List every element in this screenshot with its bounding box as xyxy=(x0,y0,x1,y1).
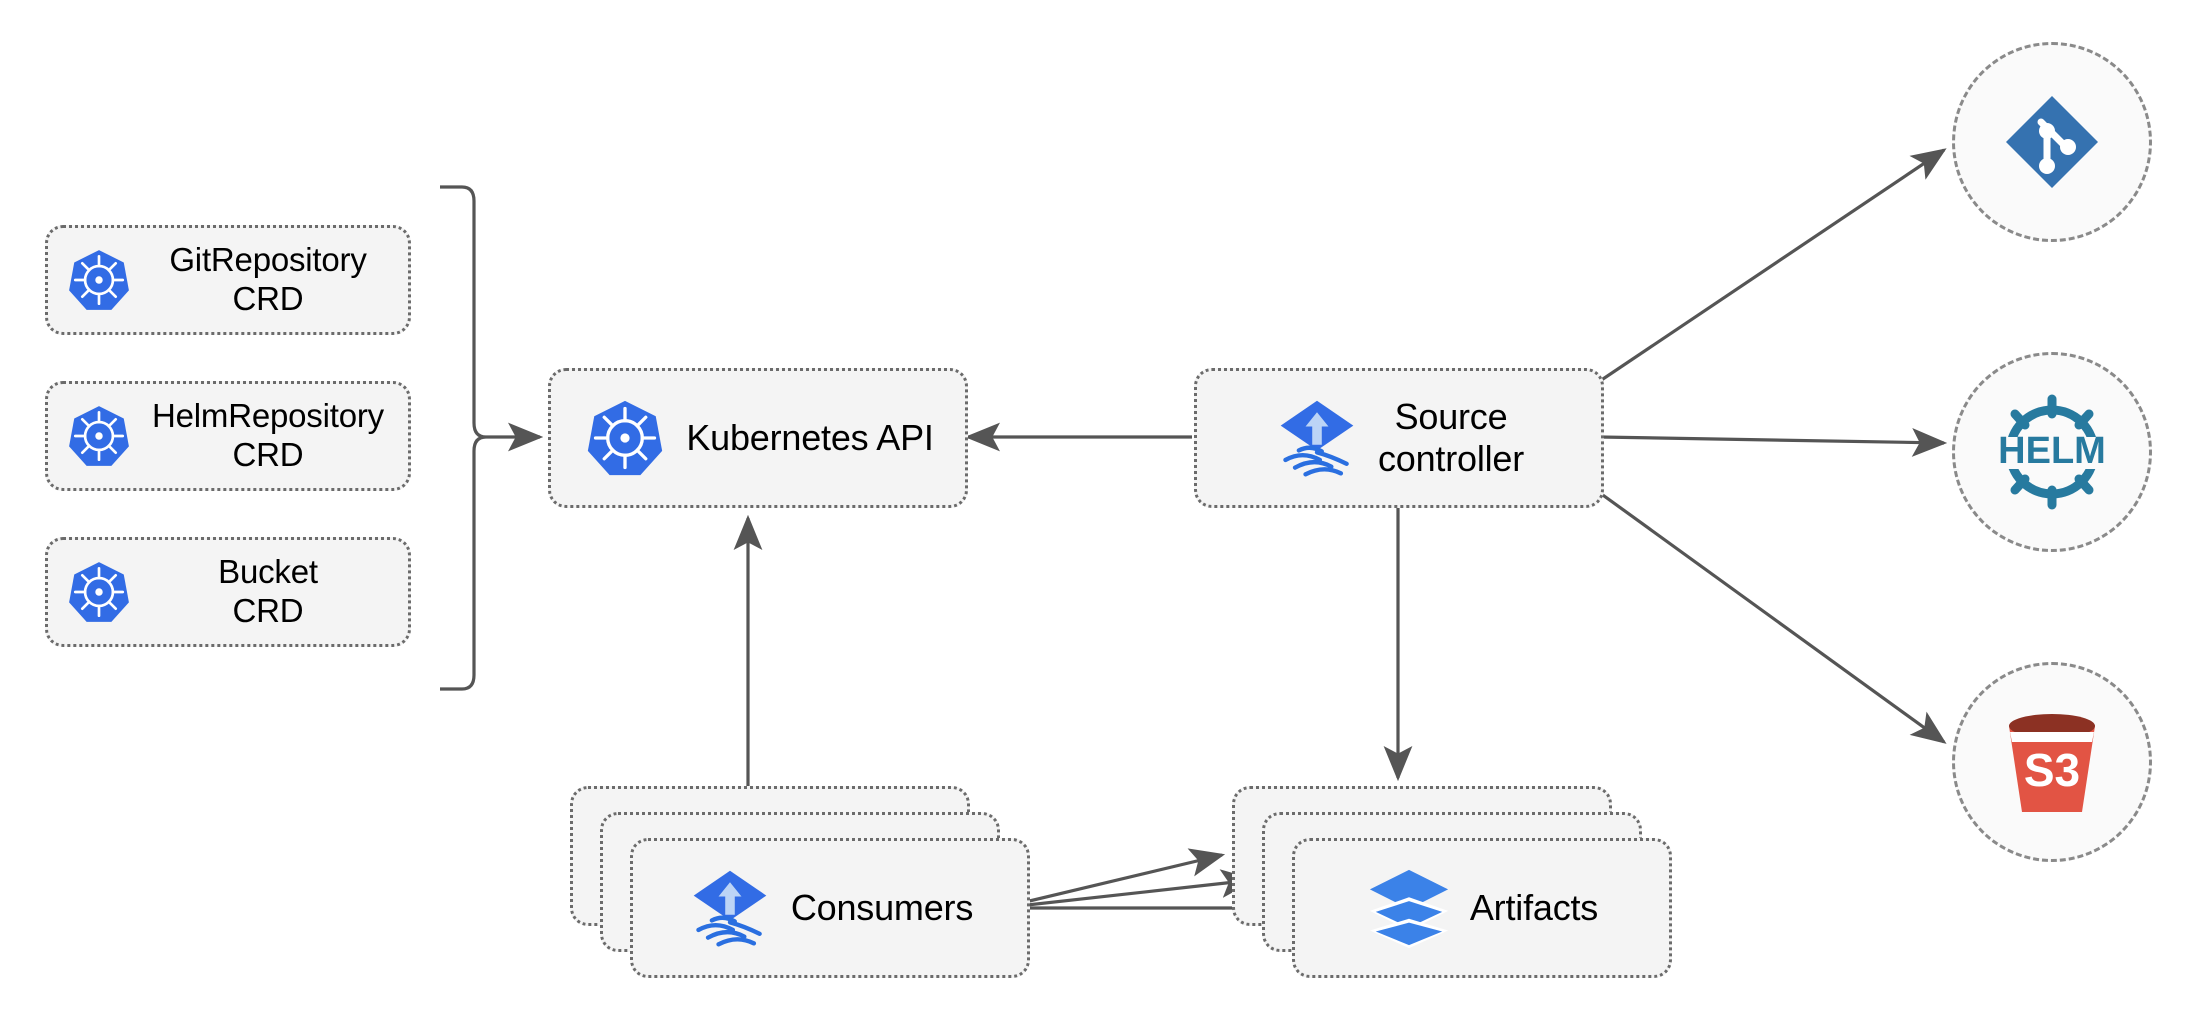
flux-icon xyxy=(1274,395,1360,481)
git-source[interactable] xyxy=(1952,42,2152,242)
edge-controller-to-git xyxy=(1599,148,1947,383)
edge-controller-to-helm xyxy=(1599,428,1948,457)
s3-wordmark: S3 xyxy=(2024,744,2080,796)
git-icon xyxy=(2006,96,2098,188)
source-controller-node[interactable]: Source controller xyxy=(1194,368,1604,508)
s3-icon: S3 xyxy=(2009,714,2095,812)
bucket-crd[interactable]: Bucket CRD xyxy=(45,537,411,647)
helm-wordmark: HELM xyxy=(1998,430,2106,472)
helm-source[interactable]: HELM xyxy=(1952,352,2152,552)
helm-icon: HELM xyxy=(1998,394,2106,510)
flux-icon xyxy=(687,865,773,951)
s3-source[interactable]: S3 xyxy=(1952,662,2152,862)
bucket-crd-label: Bucket CRD xyxy=(218,553,318,629)
git-repository-crd[interactable]: GitRepository CRD xyxy=(45,225,411,335)
layers-icon xyxy=(1366,865,1452,951)
source-controller-label: Source controller xyxy=(1377,395,1525,479)
consumers-label: Consumers xyxy=(790,886,974,928)
crd-group-brace xyxy=(440,185,487,691)
kubernetes-api-node[interactable]: Kubernetes API xyxy=(548,368,968,508)
kubernetes-icon xyxy=(62,403,136,469)
helm-repository-crd[interactable]: HelmRepository CRD xyxy=(45,381,411,491)
kubernetes-icon xyxy=(62,559,136,625)
helm-repository-crd-label: HelmRepository CRD xyxy=(152,397,384,473)
consumers-node[interactable]: Consumers xyxy=(630,838,1030,978)
artifacts-node[interactable]: Artifacts xyxy=(1292,838,1672,978)
kubernetes-icon xyxy=(582,397,668,479)
kubernetes-api-label: Kubernetes API xyxy=(686,416,934,458)
kubernetes-icon xyxy=(62,247,136,313)
edge-consumers-to-artifacts xyxy=(999,848,1226,910)
git-repository-crd-label: GitRepository CRD xyxy=(169,241,367,317)
edge-controller-to-s3 xyxy=(1599,491,1947,744)
artifacts-label: Artifacts xyxy=(1469,886,1599,928)
edge-consumers-to-artifacts xyxy=(999,869,1257,910)
